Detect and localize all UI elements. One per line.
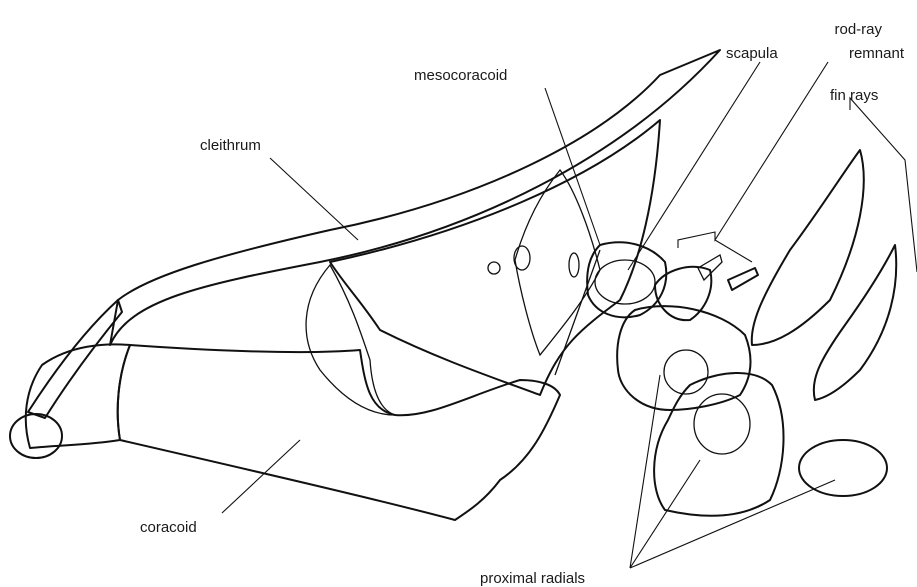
leader-scapula <box>628 62 760 270</box>
label-rod-ray-line2: remnant <box>849 45 905 62</box>
fin-rays-bones <box>752 150 896 400</box>
leader-proximal-radial-3 <box>630 480 835 568</box>
leader-coracoid <box>222 440 300 513</box>
label-coracoid: coracoid <box>140 519 197 536</box>
rod-ray-remnant-bones <box>655 255 758 320</box>
coracoid-bone <box>10 265 560 520</box>
leader-fin-rays <box>850 98 917 272</box>
cleithrum-bone <box>28 50 720 418</box>
label-scapula: scapula <box>726 45 778 62</box>
label-mesocoracoid: mesocoracoid <box>414 67 507 84</box>
labels: rod-ray remnant scapula mesocoracoid fin… <box>140 21 905 587</box>
leader-cleithrum <box>270 158 358 240</box>
label-rod-ray-line1: rod-ray <box>834 21 882 38</box>
mesocoracoid-bone <box>488 170 600 375</box>
label-cleithrum: cleithrum <box>200 137 261 154</box>
label-proximal-radials: proximal radials <box>480 570 585 587</box>
label-fin-rays: fin rays <box>830 87 878 104</box>
